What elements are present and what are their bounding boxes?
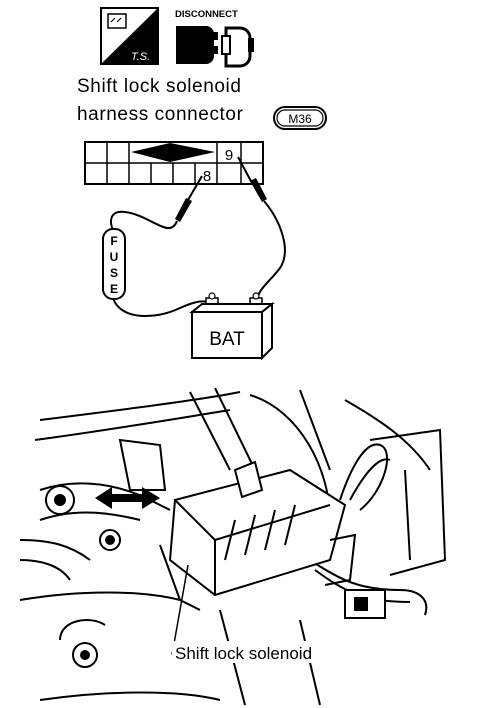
fuse-letter-u: U [110,250,119,264]
pin-8-label: 8 [203,168,211,185]
connector-code-badge: M36 [273,106,327,130]
fuse-letter-f: F [110,234,117,248]
callout-label-background [172,641,360,663]
test-probe-pin-8 [175,175,203,222]
test-probe-pin-9 [237,156,267,202]
pin-9-label: 9 [225,147,233,164]
callout-leader-line [171,564,189,656]
fuse-letter-e: E [110,282,118,296]
title-line-2: harness connector [77,104,244,125]
battery: BAT [189,292,275,361]
disconnect-label: DISCONNECT [175,9,238,20]
disconnect-icon: DISCONNECT [175,9,254,68]
battery-label: BAT [209,329,245,350]
test-wires [109,200,286,317]
motion-arrow-icon [95,487,160,509]
solenoid-callout-label: Shift lock solenoid [175,644,312,663]
harness-connector-face: 9 8 [84,141,264,185]
fuse: F U S E [102,228,126,300]
fuse-letter-s: S [110,266,118,280]
ts-icon: T.S. [100,7,159,65]
solenoid-mechanism-illustration [19,387,447,706]
title-line-1: Shift lock solenoid [77,76,242,97]
connector-code-text: M36 [288,112,312,126]
ts-icon-label: T.S. [131,51,150,63]
